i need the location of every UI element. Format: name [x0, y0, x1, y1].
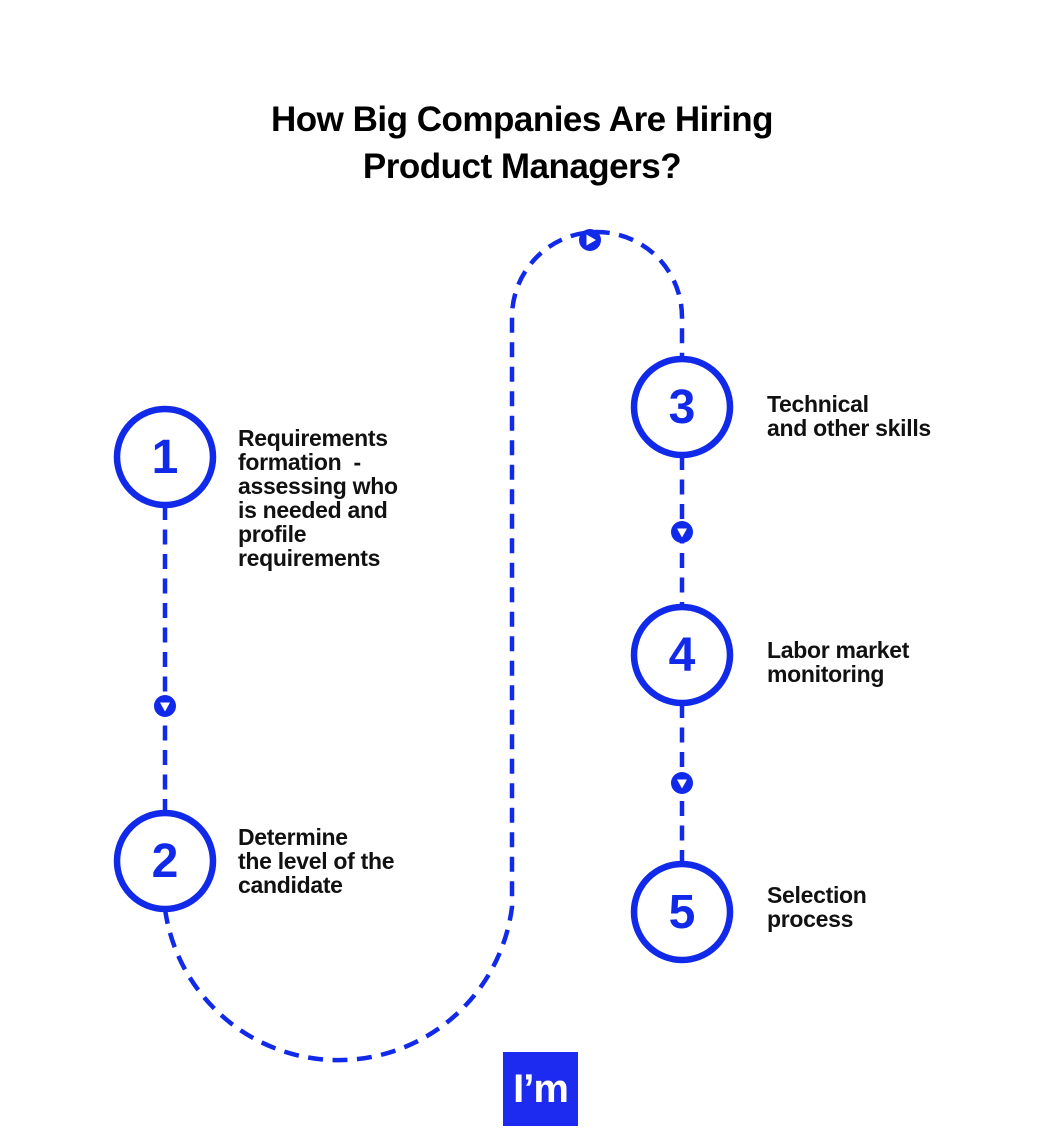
- step-4-circle: [630, 603, 734, 707]
- page-title: How Big Companies Are Hiring Product Man…: [271, 100, 773, 186]
- step-1-number: 1: [151, 430, 179, 484]
- down-triangle-marker-icon: [154, 695, 176, 717]
- step-3-circle: [630, 355, 734, 459]
- brand-logo-text: I’m: [513, 1066, 569, 1111]
- step-5-circle: [630, 860, 734, 964]
- step-3-number: 3: [668, 380, 696, 434]
- step-5-number: 5: [668, 885, 696, 939]
- step-2-label: Determine the level of the candidate: [238, 824, 395, 898]
- step-4-number: 4: [668, 628, 696, 682]
- step-1-label: Requirements formation - assessing who i…: [238, 425, 398, 571]
- play-marker-icon: [579, 229, 601, 251]
- flow-path-step2-step3: [162, 229, 685, 1063]
- brand-logo: I’m: [503, 1052, 578, 1126]
- step-2-number: 2: [151, 834, 179, 888]
- step-1-circle: [113, 405, 217, 509]
- step-5-label: Selection process: [767, 882, 867, 932]
- step-3-label: Technical and other skills: [767, 391, 931, 441]
- step-2-circle: [113, 809, 217, 913]
- step-4-label: Labor market monitoring: [767, 637, 910, 687]
- down-triangle-marker-icon: [671, 772, 693, 794]
- down-triangle-marker-icon: [671, 521, 693, 543]
